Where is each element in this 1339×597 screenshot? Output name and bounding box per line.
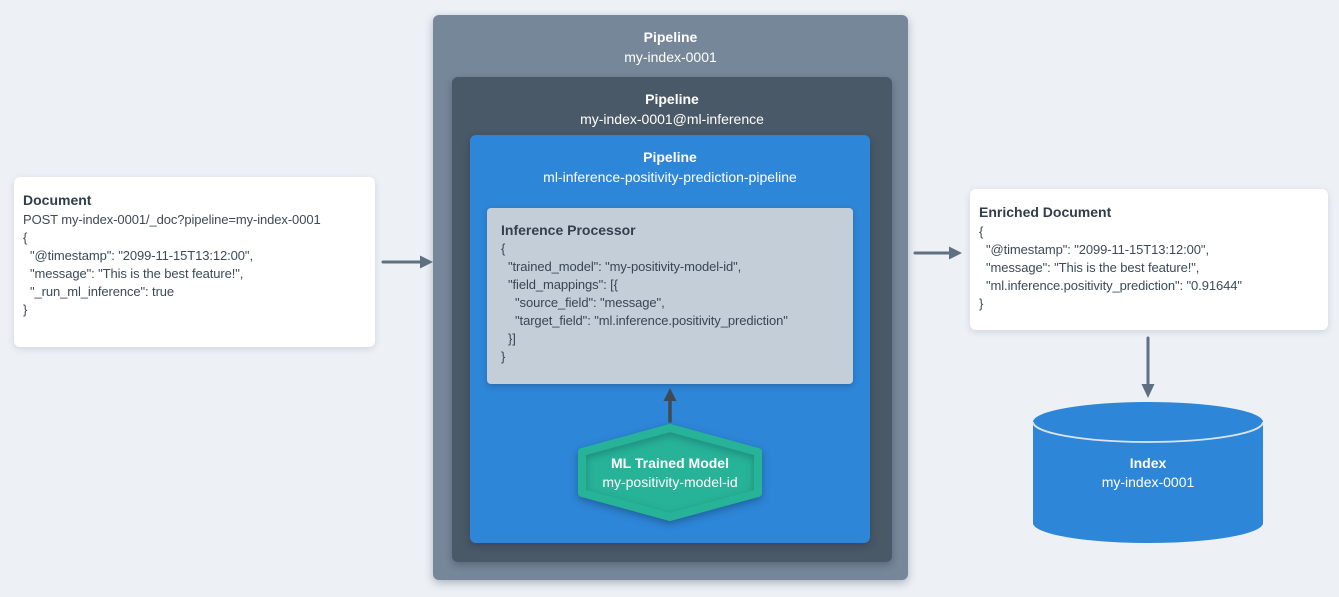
document-code-line: "@timestamp": "2099-11-15T13:12:00", [23,248,253,263]
pipeline-title: Pipeline [643,149,697,165]
pipeline-box-positivity-header: Pipeline ml-inference-positivity-predict… [470,135,870,187]
pipeline-title: Pipeline [643,29,698,45]
arrow-pipeline-to-enriched-document [913,246,962,260]
document-card: Document POST my-index-0001/_doc?pipelin… [14,177,375,347]
arrow-document-to-pipeline [381,255,433,269]
processor-code-line: "source_field": "message", [501,295,665,310]
processor-code-line: "target_field": "ml.inference.positivity… [501,313,788,328]
enriched-card-title: Enriched Document [979,204,1112,220]
document-code-line: POST my-index-0001/_doc?pipeline=my-inde… [23,212,321,227]
ml-trained-model-hexagon: ML Trained Model my-positivity-model-id [578,424,762,521]
document-code-line: "message": "This is the best feature!", [23,266,244,281]
pipeline-title: Pipeline [645,91,699,107]
processor-code-line: "trained_model": "my-positivity-model-id… [501,259,742,274]
index-title: Index [1129,454,1167,471]
document-code-line: } [23,302,28,317]
cylinder-bottom [1033,503,1263,543]
document-code-line: { [23,230,28,245]
pipeline-name: my-index-0001@ml-inference [580,111,764,127]
ml-trained-model-name: my-positivity-model-id [602,473,738,490]
pipeline-name: ml-inference-positivity-prediction-pipel… [543,169,797,185]
processor-code-line: }] [501,331,516,346]
cylinder-rim-line [1032,421,1264,443]
index-name: my-index-0001 [1101,473,1195,490]
pipeline-box-outer: Pipeline my-index-0001 Pipeline my-index… [433,15,908,580]
index-cylinder: Index my-index-0001 [1032,402,1264,543]
pipeline-box-positivity-prediction: Pipeline ml-inference-positivity-predict… [470,135,870,543]
pipeline-box-ml-inference-header: Pipeline my-index-0001@ml-inference [452,77,892,129]
enriched-code-line: "ml.inference.positivity_prediction": "0… [979,278,1242,293]
inference-processor-title: Inference Processor [501,222,636,238]
document-code-line: "_run_ml_inference": true [23,284,175,299]
document-card-title: Document [23,192,92,208]
pipeline-box-outer-header: Pipeline my-index-0001 [433,15,908,67]
arrow-enriched-to-index [1141,336,1155,398]
enriched-code-line: "message": "This is the best feature!", [979,260,1200,275]
processor-code-line: } [501,349,506,364]
ml-trained-model-title: ML Trained Model [611,454,729,471]
hexagon-shape-outline [578,424,762,521]
hexagon-shape [582,428,758,517]
inference-processor-box: Inference Processor { "trained_model": "… [487,208,853,384]
cylinder-top [1033,402,1263,442]
cylinder-shape-svg [1032,402,1264,543]
index-label: Index my-index-0001 [1033,402,1263,543]
enriched-code-line: { [979,224,984,239]
enriched-code-line: } [979,296,984,311]
processor-code-line: { [501,241,506,256]
enriched-code-line: "@timestamp": "2099-11-15T13:12:00", [979,242,1209,257]
ml-trained-model-label: ML Trained Model my-positivity-model-id [578,424,762,521]
pipeline-name: my-index-0001 [624,49,717,65]
hexagon-shape-svg [578,424,762,521]
processor-code-line: "field_mappings": [{ [501,277,618,292]
pipeline-box-ml-inference: Pipeline my-index-0001@ml-inference Pipe… [452,77,892,562]
enriched-document-card: Enriched Document { "@timestamp": "2099-… [970,189,1328,330]
